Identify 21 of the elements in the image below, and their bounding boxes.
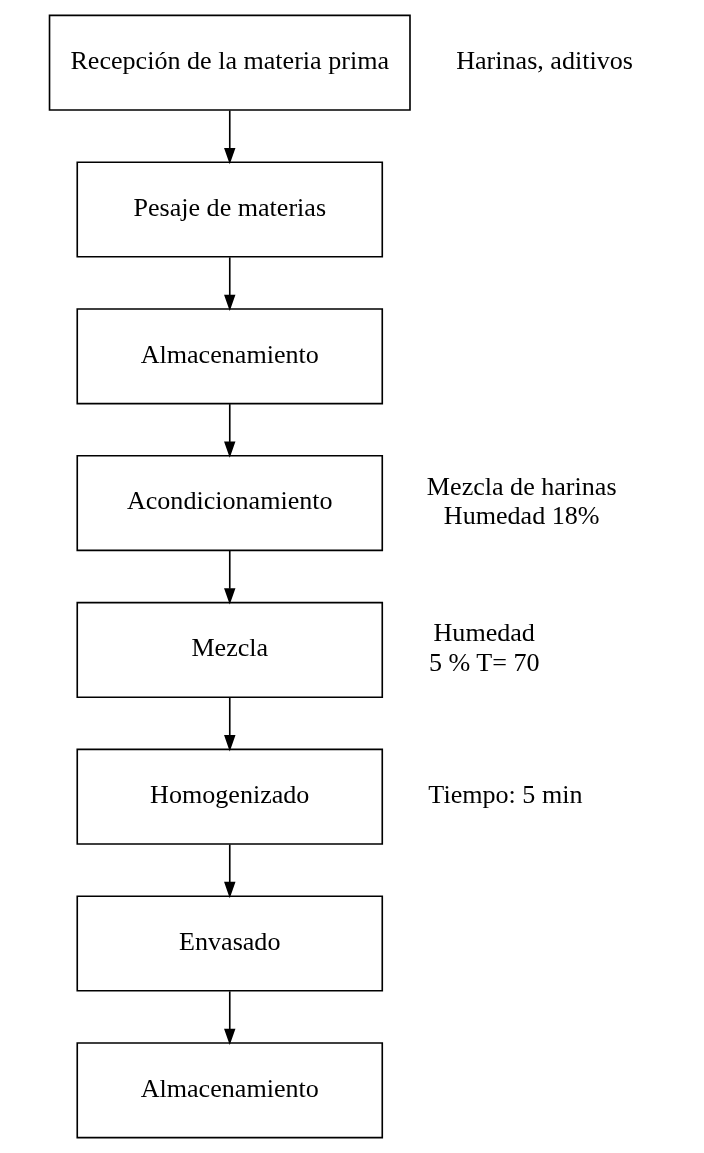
node-box: Acondicionamiento xyxy=(75,455,383,552)
arrow xyxy=(223,403,235,458)
arrow xyxy=(223,550,235,605)
node-label: Mezcla de harinas xyxy=(426,471,617,501)
node-box: Recepción de la materia prima xyxy=(48,14,411,111)
arrow xyxy=(223,109,235,165)
node-label: Tiempo: 5 min xyxy=(427,779,582,809)
arrow xyxy=(223,990,235,1045)
node-label: Harinas, aditivos xyxy=(455,45,633,75)
arrow xyxy=(223,696,235,752)
node-label: 5 % T= 70 xyxy=(428,647,539,677)
node-box: Homogenizado xyxy=(75,748,383,845)
arrow xyxy=(223,256,235,311)
node-label: Humedad 18% xyxy=(443,500,600,530)
node-box: Envasado xyxy=(75,895,383,992)
node-label: Humedad xyxy=(433,618,535,648)
node-box: Pesaje de materias xyxy=(75,161,383,258)
node-box: Mezcla xyxy=(75,601,383,698)
node-box: Almacenamiento xyxy=(75,308,383,405)
arrow xyxy=(223,843,235,899)
node-box: Almacenamiento xyxy=(75,1042,383,1139)
